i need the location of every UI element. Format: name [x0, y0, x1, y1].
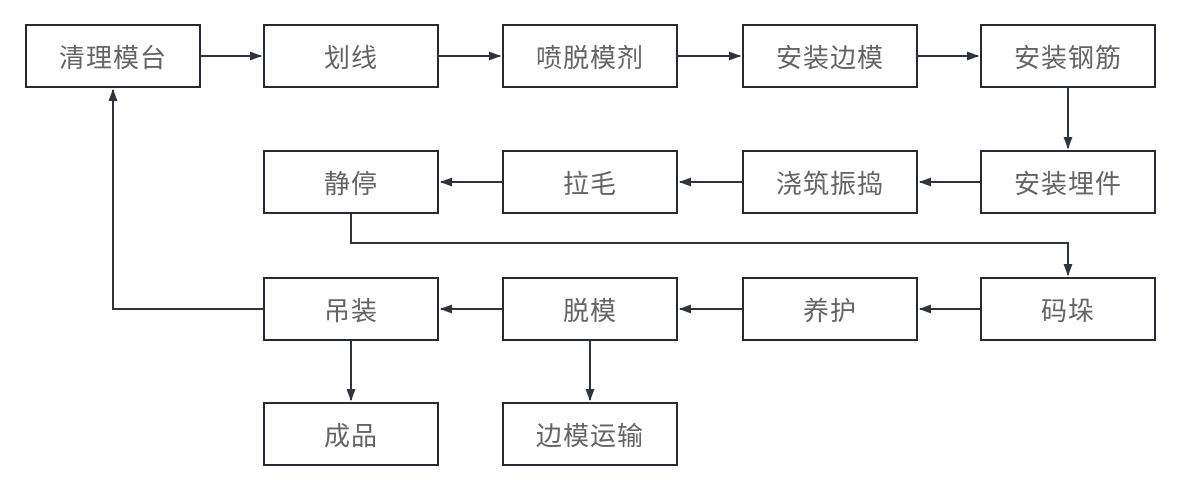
- flow-node-qingli-motai: 清理模台: [25, 24, 201, 88]
- edge-diaozhuang-to-qingli-motai: [108, 89, 263, 310]
- flow-node-maduo: 码垛: [980, 277, 1156, 341]
- flow-node-anzhuang-gangjin: 安装钢筋: [980, 24, 1156, 88]
- flow-node-yanghu: 养护: [742, 277, 918, 341]
- flow-node-jiaozhu-zhendao: 浇筑振捣: [742, 150, 918, 214]
- flow-node-chengpin: 成品: [263, 402, 439, 466]
- flow-node-lamao: 拉毛: [502, 150, 678, 214]
- flow-node-jingting: 静停: [263, 150, 439, 214]
- flow-node-anzhuang-maijian: 安装埋件: [980, 150, 1156, 214]
- flow-node-huaxian: 划线: [263, 24, 439, 88]
- flow-node-anzhuang-bianmo: 安装边模: [742, 24, 918, 88]
- flow-node-tuomo: 脱模: [502, 277, 678, 341]
- flow-node-pen-tuomoji: 喷脱模剂: [502, 24, 678, 88]
- edge-jingting-to-maduo: [350, 214, 1073, 276]
- flow-node-diaozhuang: 吊装: [263, 277, 439, 341]
- flow-node-bianmo-yunshu: 边模运输: [502, 402, 678, 466]
